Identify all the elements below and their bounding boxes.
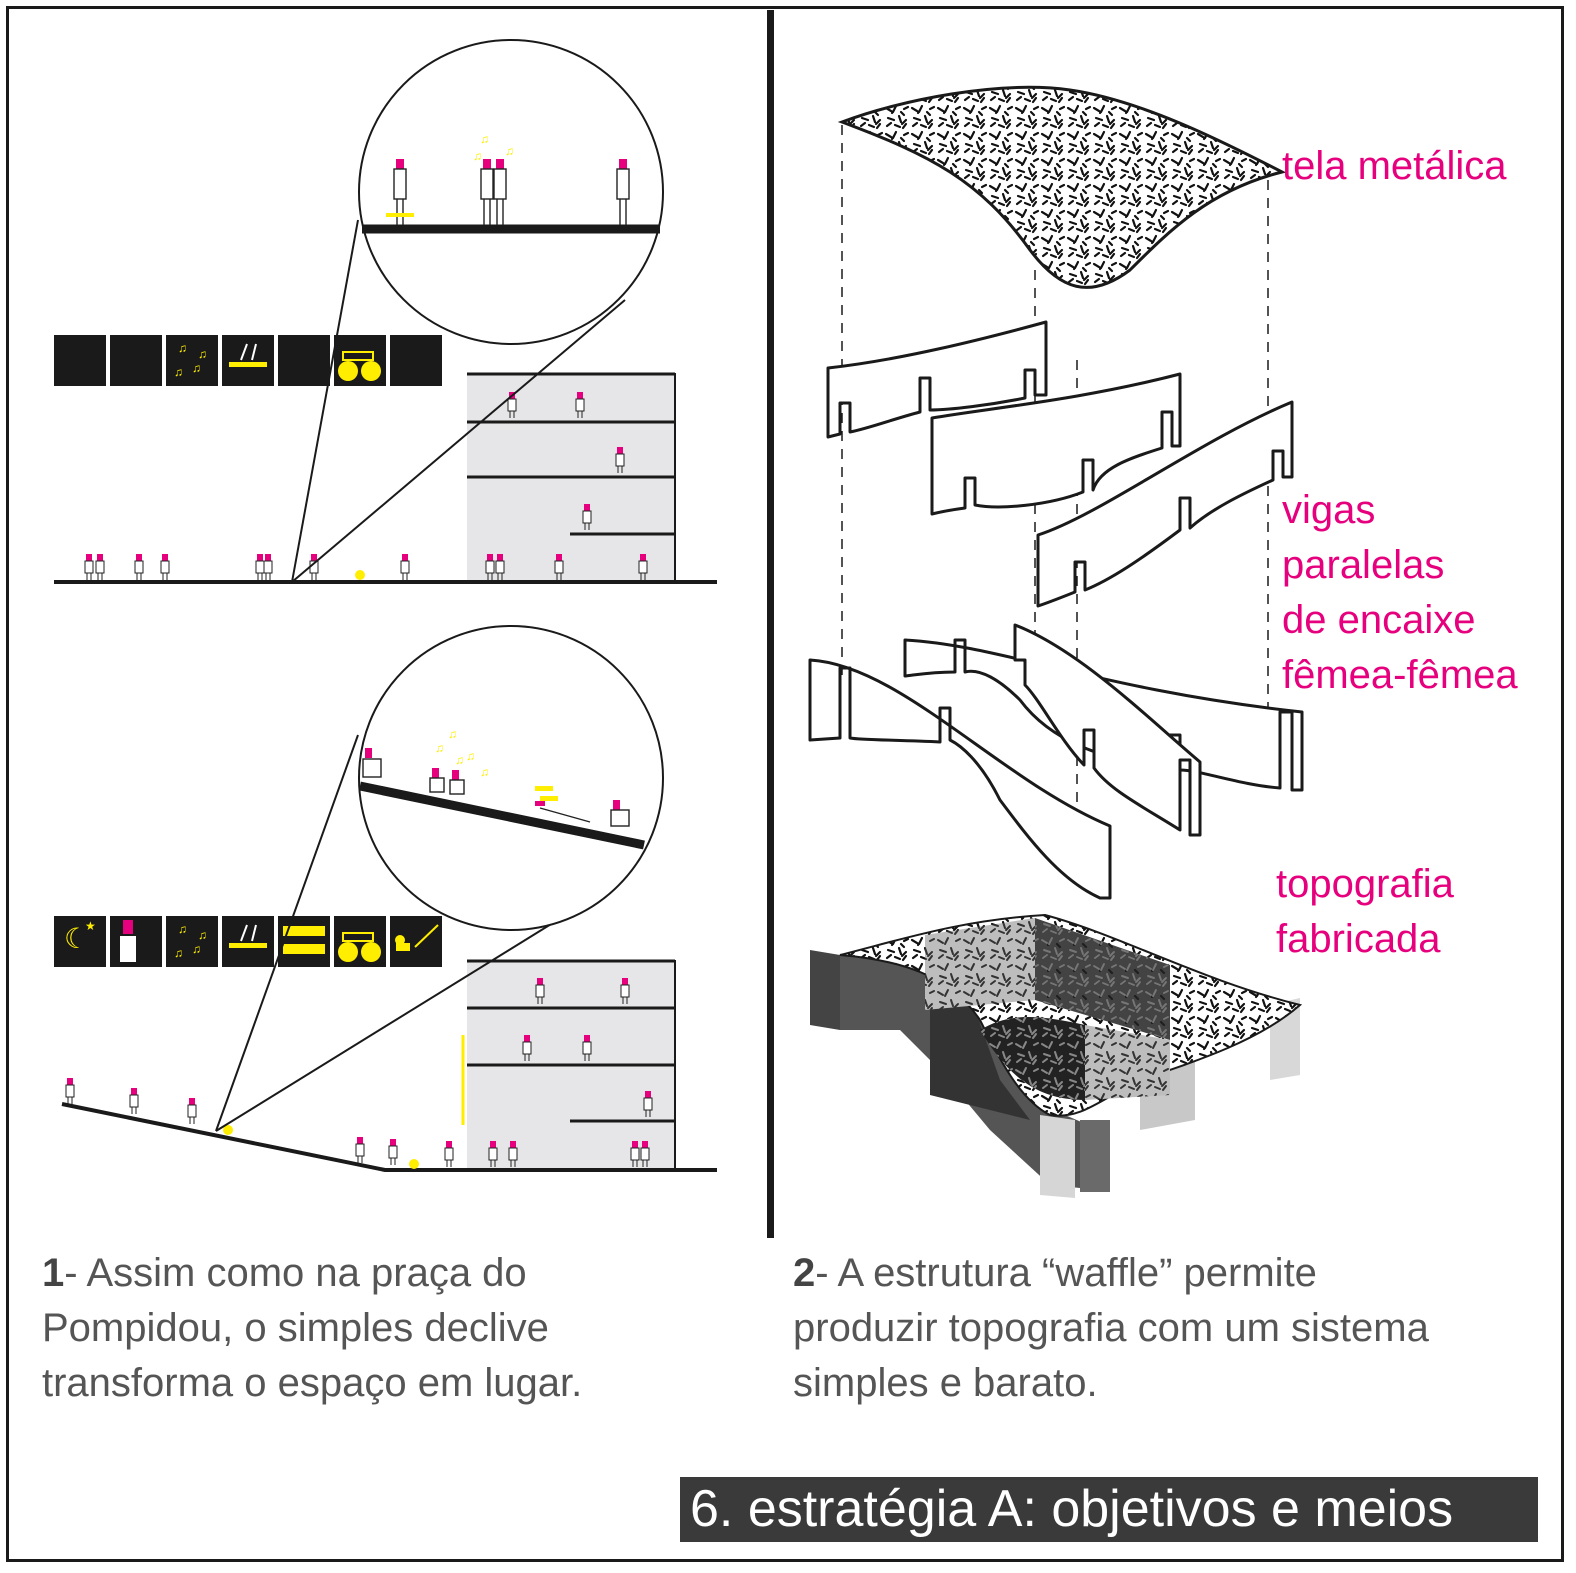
scene-flat: ♫♫ ♫♫ ♫♫♫ — [54, 40, 717, 582]
svg-text:♫: ♫ — [178, 922, 187, 936]
label-vigas-4: fêmea-fêmea — [1282, 647, 1518, 703]
caption-right-number: 2 — [793, 1251, 815, 1295]
svg-text:♫: ♫ — [192, 361, 201, 375]
caption-right-line-2: produzir topografia com um sistema — [793, 1301, 1553, 1356]
waffle-beams — [810, 322, 1302, 898]
svg-text:♫: ♫ — [480, 132, 489, 146]
caption-left-number: 1 — [42, 1251, 64, 1295]
label-tela-metalica: tela metálica — [1282, 138, 1507, 194]
svg-text:★: ★ — [85, 919, 96, 933]
label-vigas-2: paralelas — [1282, 537, 1444, 593]
svg-text:♫: ♫ — [435, 741, 444, 755]
svg-text:♫: ♫ — [466, 749, 475, 763]
svg-text:♫: ♫ — [198, 347, 207, 361]
svg-text:♫: ♫ — [174, 365, 183, 379]
label-vigas-3: de encaixe — [1282, 592, 1475, 648]
label-vigas-1: vigas — [1282, 482, 1375, 538]
svg-text:♫: ♫ — [455, 753, 464, 767]
svg-text:♫: ♫ — [178, 341, 187, 355]
metal-mesh-sheet — [842, 87, 1282, 287]
fabricated-topography — [810, 915, 1300, 1198]
caption-left: 1- Assim como na praça do Pompidou, o si… — [42, 1246, 742, 1411]
label-topografia-2: fabricada — [1276, 911, 1441, 967]
caption-right: 2- A estrutura “waffle” permite produzir… — [793, 1246, 1553, 1411]
caption-right-line-3: simples e barato. — [793, 1356, 1553, 1411]
svg-text:♫: ♫ — [192, 942, 201, 956]
caption-left-line-1: - Assim como na praça do — [64, 1251, 526, 1295]
svg-text:♫: ♫ — [198, 928, 207, 942]
svg-text:♫: ♫ — [505, 144, 514, 158]
caption-right-line-1: - A estrutura “waffle” permite — [815, 1251, 1317, 1295]
activity-icons-top: ♫♫ ♫♫ — [54, 335, 442, 386]
svg-text:♫: ♫ — [448, 727, 457, 741]
scene-slope: ☾★ ♫♫ ♫♫ — [54, 626, 717, 1170]
activity-icons-bottom: ☾★ ♫♫ ♫♫ — [54, 916, 442, 967]
caption-left-line-2: Pompidou, o simples declive — [42, 1301, 742, 1356]
waffle-diagram — [810, 87, 1302, 1198]
svg-text:♫: ♫ — [480, 765, 489, 779]
svg-text:♫: ♫ — [174, 946, 183, 960]
svg-text:♫: ♫ — [473, 149, 482, 163]
caption-left-line-3: transforma o espaço em lugar. — [42, 1356, 742, 1411]
zoom-circle-bottom — [359, 626, 663, 930]
page-title: 6. estratégia A: objetivos e meios — [680, 1477, 1538, 1542]
label-topografia-1: topografia — [1276, 856, 1454, 912]
